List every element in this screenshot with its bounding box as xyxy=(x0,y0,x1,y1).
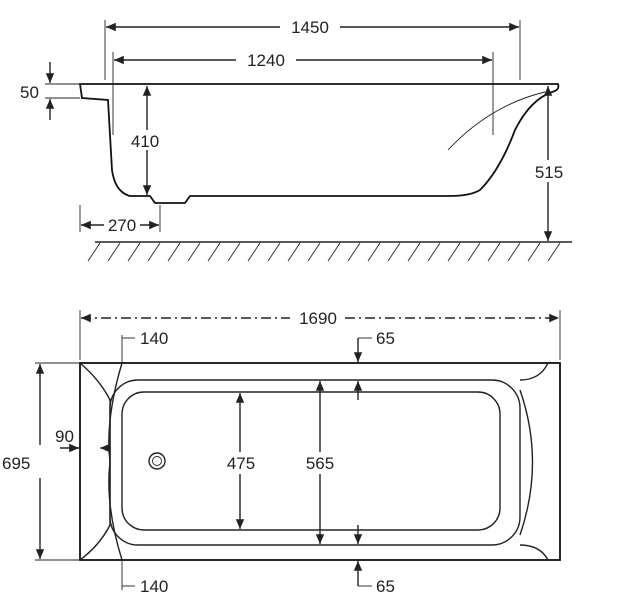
floor-hatch xyxy=(87,241,572,262)
dim-410: 410 xyxy=(131,132,159,151)
dim-90: 90 xyxy=(55,427,74,446)
plan-view: 1690 140 140 65 65 695 90 475 565 xyxy=(2,309,561,596)
dim-695: 695 xyxy=(2,454,30,473)
dim-1450: 1450 xyxy=(291,18,329,37)
drain-icon xyxy=(148,452,166,470)
dim-1690: 1690 xyxy=(299,309,337,328)
dim-140-bottom: 140 xyxy=(140,577,168,596)
dim-270: 270 xyxy=(108,216,136,235)
dim-1240: 1240 xyxy=(247,51,285,70)
side-view: 1450 1240 50 410 515 270 xyxy=(20,18,572,262)
dim-50: 50 xyxy=(20,83,39,102)
dim-65-top: 65 xyxy=(376,329,395,348)
dim-515: 515 xyxy=(535,163,563,182)
dim-475: 475 xyxy=(227,454,255,473)
tub-outer-rim xyxy=(79,362,561,561)
dim-65-bottom: 65 xyxy=(376,577,395,596)
dim-565: 565 xyxy=(306,454,334,473)
dim-140-top: 140 xyxy=(140,329,168,348)
